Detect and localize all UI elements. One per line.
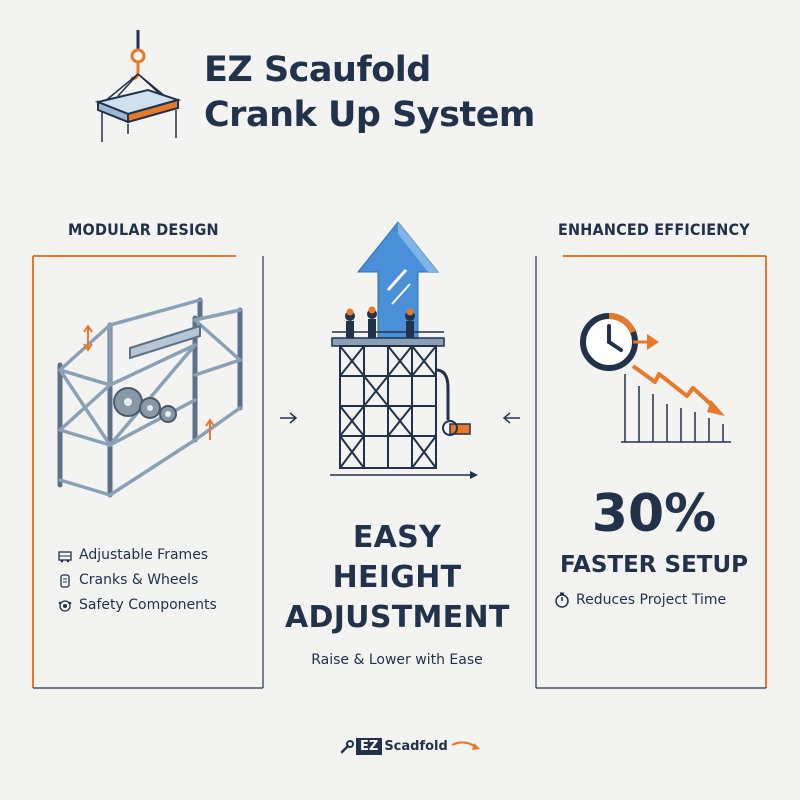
left-panel-frame bbox=[32, 255, 264, 689]
crank-handle-icon bbox=[449, 423, 471, 435]
feature-label: Safety Components bbox=[79, 597, 217, 613]
headline-line-1: EASY bbox=[352, 520, 442, 555]
frame-icon bbox=[58, 550, 72, 562]
arrow-swoosh-icon bbox=[451, 740, 480, 750]
note-text: Reduces Project Time bbox=[576, 592, 727, 608]
crank-icon bbox=[60, 573, 70, 588]
title-line-1: EZ Scaufold bbox=[204, 50, 431, 90]
feature-label: Cranks & Wheels bbox=[79, 572, 199, 588]
percent-stat: 30% bbox=[591, 484, 717, 544]
modular-design-heading: MODULAR DESIGN bbox=[68, 220, 219, 239]
efficiency-heading: ENHANCED EFFICIENCY bbox=[558, 220, 750, 239]
page-title: EZ Scaufold Crank Up System bbox=[204, 48, 535, 138]
crane-platform-icon bbox=[94, 30, 182, 142]
project-time-note: Reduces Project Time bbox=[554, 592, 726, 608]
feature-list: Adjustable Frames Cranks & Wheels Safety… bbox=[58, 543, 217, 618]
logo-badge: EZ bbox=[356, 738, 383, 755]
brand-logo: EZ Scadfold bbox=[340, 738, 482, 755]
feature-item-cranks-wheels: Cranks & Wheels bbox=[58, 568, 217, 593]
logo-text: Scadfold bbox=[384, 739, 448, 754]
headline-line-2: HEIGHT bbox=[332, 560, 462, 595]
modular-scaffold-illustration bbox=[57, 297, 243, 498]
feature-item-adjustable-frames: Adjustable Frames bbox=[58, 543, 217, 568]
crank-scaffold-illustration bbox=[280, 221, 520, 479]
feature-label: Adjustable Frames bbox=[79, 547, 209, 563]
headline: EASY HEIGHT ADJUSTMENT bbox=[285, 518, 509, 638]
headline-subtitle: Raise & Lower with Ease bbox=[311, 652, 483, 668]
clock-icon bbox=[580, 313, 638, 371]
wrench-icon bbox=[340, 739, 354, 753]
safety-icon bbox=[58, 599, 72, 612]
feature-item-safety-components: Safety Components bbox=[58, 593, 217, 618]
right-panel-frame bbox=[535, 255, 767, 689]
title-line-2: Crank Up System bbox=[204, 95, 535, 135]
stopwatch-icon bbox=[555, 592, 569, 608]
efficiency-illustration bbox=[580, 313, 731, 443]
stat-label: FASTER SETUP bbox=[559, 552, 749, 578]
headline-line-3: ADJUSTMENT bbox=[285, 600, 510, 635]
